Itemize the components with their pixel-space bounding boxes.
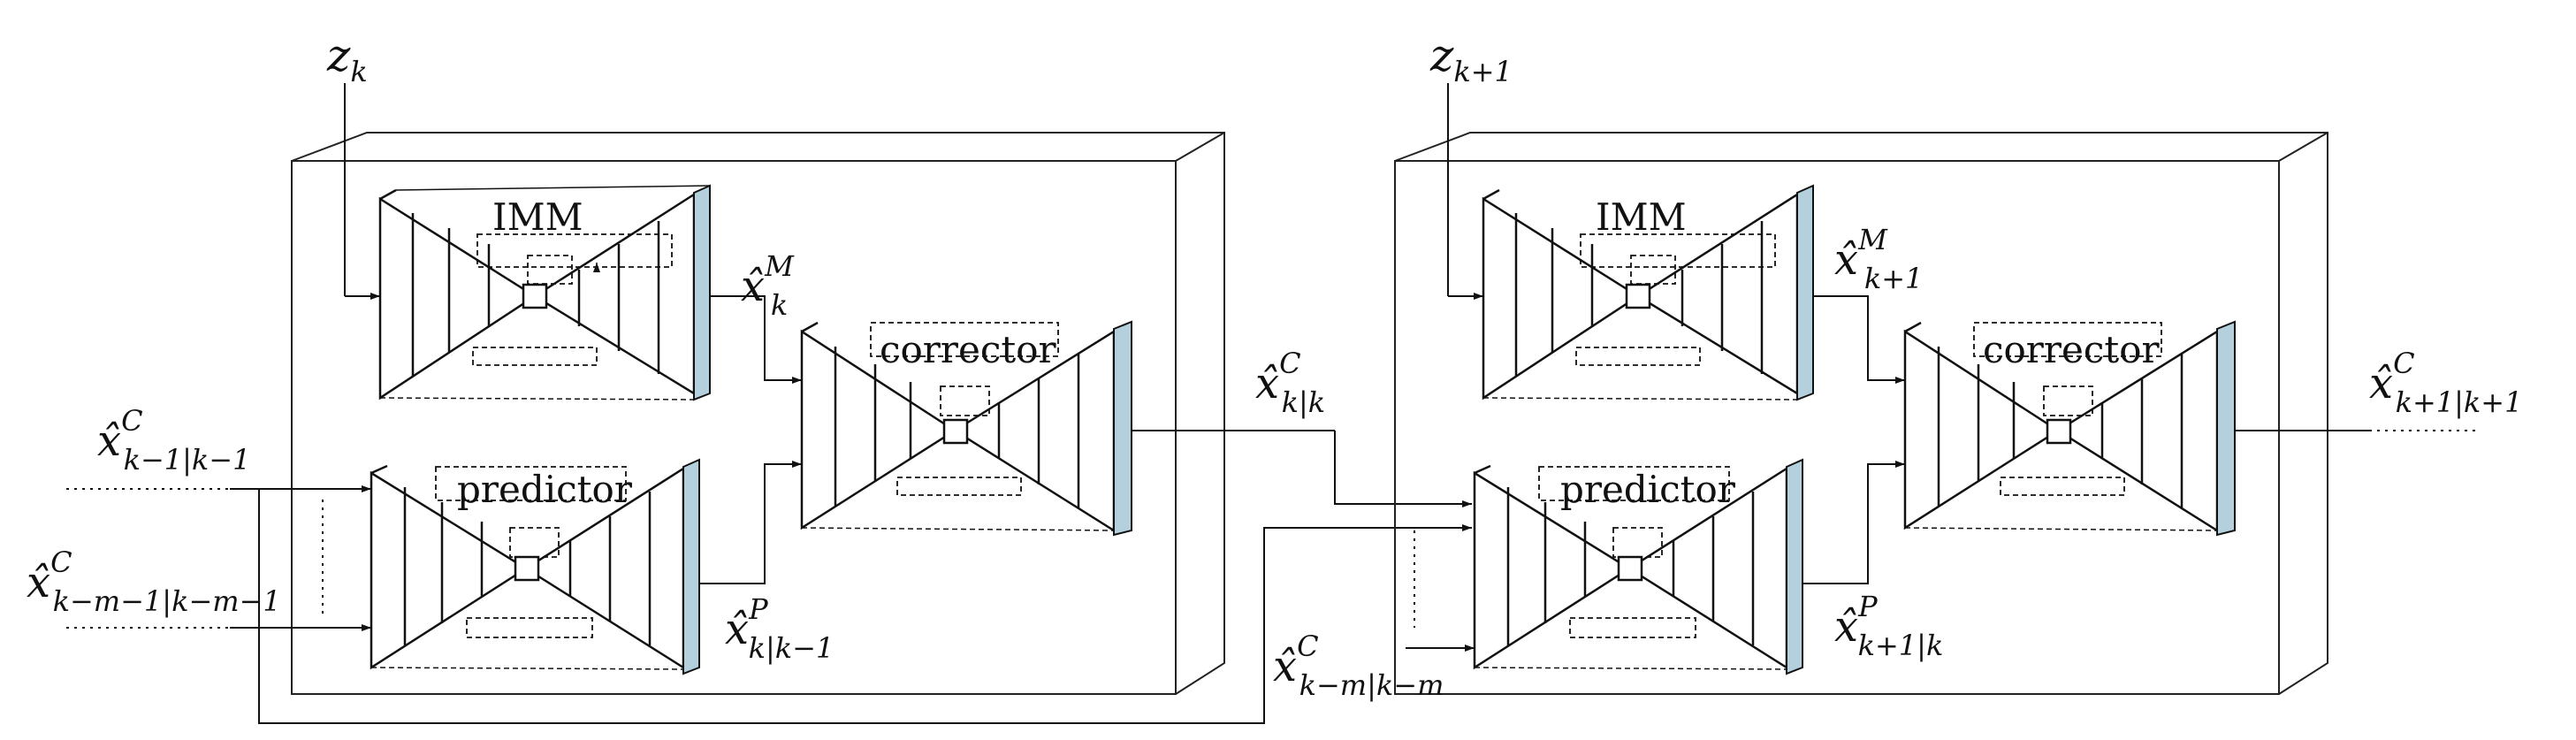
- stage-k-plus-1-connectors: [1406, 83, 2475, 652]
- corrector-network: [800, 320, 1132, 537]
- measurement-label: zk+1: [1429, 30, 1513, 88]
- stage-k: IMM predictor: [291, 30, 1472, 695]
- imm-label: IMM: [1596, 195, 1687, 239]
- predictor-network: [370, 458, 700, 675]
- predictor-label: predictor: [1560, 468, 1736, 511]
- external-inputs: [66, 485, 1472, 724]
- stage-box: [1394, 132, 2328, 695]
- predictor-network: [1473, 458, 1803, 675]
- stage-k-connectors: [344, 83, 1472, 584]
- stage-k-plus-1: IMM predictor: [1273, 30, 2522, 702]
- corrector-label: corrector: [880, 328, 1057, 371]
- predictor-label: predictor: [457, 468, 633, 511]
- imm-label: IMM: [492, 195, 583, 239]
- corrector-network: [1903, 320, 2236, 537]
- stage-box: [291, 132, 1225, 695]
- measurement-label: zk: [326, 30, 368, 88]
- imm-network: [1482, 184, 1814, 401]
- imm-network: [378, 184, 711, 401]
- corrector-label: corrector: [1983, 328, 2161, 371]
